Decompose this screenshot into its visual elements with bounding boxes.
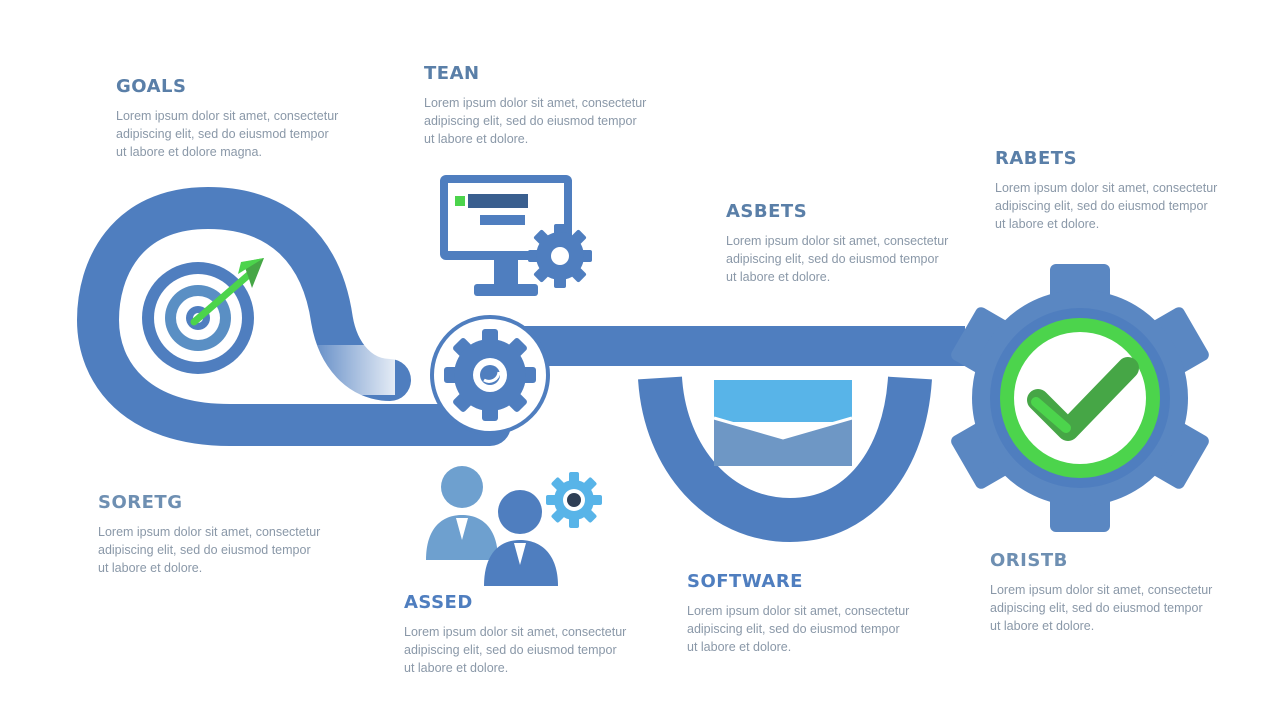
assed-text-line-3: ut labore et dolore. <box>404 661 509 675</box>
oristb-text-line-1: Lorem ipsum dolor sit amet, consectetur <box>990 583 1213 597</box>
software-text-line-3: ut labore et dolore. <box>687 640 792 654</box>
goals-block: GOALS Lorem ipsum dolor sit amet, consec… <box>116 76 376 161</box>
oristb-text-line-3: ut labore et dolore. <box>990 619 1095 633</box>
small-gear-icon <box>546 472 602 528</box>
software-text-line-1: Lorem ipsum dolor sit amet, consectetur <box>687 604 910 618</box>
assets-block: ASBETS Lorem ipsum dolor sit amet, conse… <box>726 201 986 286</box>
assed-text-line-2: adipiscing elit, sed do eiusmod tempor <box>404 643 617 657</box>
team-text-line-2: adipiscing elit, sed do eiusmod tempor <box>424 114 637 128</box>
goals-text-line-2: adipiscing elit, sed do eiusmod tempor <box>116 127 329 141</box>
soretg-text-line-2: adipiscing elit, sed do eiusmod tempor <box>98 543 311 557</box>
team-title: TEAN <box>424 63 480 84</box>
oristb-title: ORISTB <box>990 550 1068 571</box>
software-title: SOFTWARE <box>687 571 803 592</box>
computer-monitor-icon <box>440 175 572 296</box>
assets-text-line-2: adipiscing elit, sed do eiusmod tempor <box>726 252 939 266</box>
rabets-title: RABETS <box>995 148 1078 169</box>
loop-fade <box>300 345 395 395</box>
gear-checkmark-icon <box>951 264 1209 532</box>
soretg-block: SORETG Lorem ipsum dolor sit amet, conse… <box>98 492 358 577</box>
document-tray-icon <box>713 380 853 466</box>
oristb-text-line-2: adipiscing elit, sed do eiusmod tempor <box>990 601 1203 615</box>
soretg-title: SORETG <box>98 492 183 513</box>
goal-loop <box>76 186 511 446</box>
people-icon <box>426 466 558 586</box>
team-text-line-1: Lorem ipsum dolor sit amet, consectetur <box>424 96 647 110</box>
assets-text-line-3: ut labore et dolore. <box>726 270 831 284</box>
rabets-text-line-3: ut labore et dolore. <box>995 217 1100 231</box>
team-text-line-3: ut labore et dolore. <box>424 132 529 146</box>
assets-text-line-1: Lorem ipsum dolor sit amet, consectetur <box>726 234 949 248</box>
rabets-text-line-1: Lorem ipsum dolor sit amet, consectetur <box>995 181 1218 195</box>
software-block: SOFTWARE Lorem ipsum dolor sit amet, con… <box>687 571 947 656</box>
software-u-path <box>638 376 932 543</box>
target-icon <box>142 258 264 374</box>
software-text-line-2: adipiscing elit, sed do eiusmod tempor <box>687 622 900 636</box>
rabets-block: RABETS Lorem ipsum dolor sit amet, conse… <box>995 148 1255 233</box>
assed-block: ASSED Lorem ipsum dolor sit amet, consec… <box>404 592 664 677</box>
team-block: TEAN Lorem ipsum dolor sit amet, consect… <box>424 63 684 148</box>
soretg-text-line-3: ut labore et dolore. <box>98 561 203 575</box>
assed-title: ASSED <box>404 592 473 613</box>
process-path <box>76 186 965 543</box>
assed-text-line-1: Lorem ipsum dolor sit amet, consectetur <box>404 625 627 639</box>
goals-title: GOALS <box>116 76 187 97</box>
soretg-text-line-1: Lorem ipsum dolor sit amet, consectetur <box>98 525 321 539</box>
rabets-text-line-2: adipiscing elit, sed do eiusmod tempor <box>995 199 1208 213</box>
assets-title: ASBETS <box>726 201 808 222</box>
center-gear-icon <box>430 315 550 435</box>
oristb-block: ORISTB Lorem ipsum dolor sit amet, conse… <box>990 550 1250 635</box>
goals-text-line-3: ut labore et dolore magna. <box>116 145 262 159</box>
goals-text-line-1: Lorem ipsum dolor sit amet, consectetur <box>116 109 339 123</box>
gear-icon <box>528 224 592 288</box>
